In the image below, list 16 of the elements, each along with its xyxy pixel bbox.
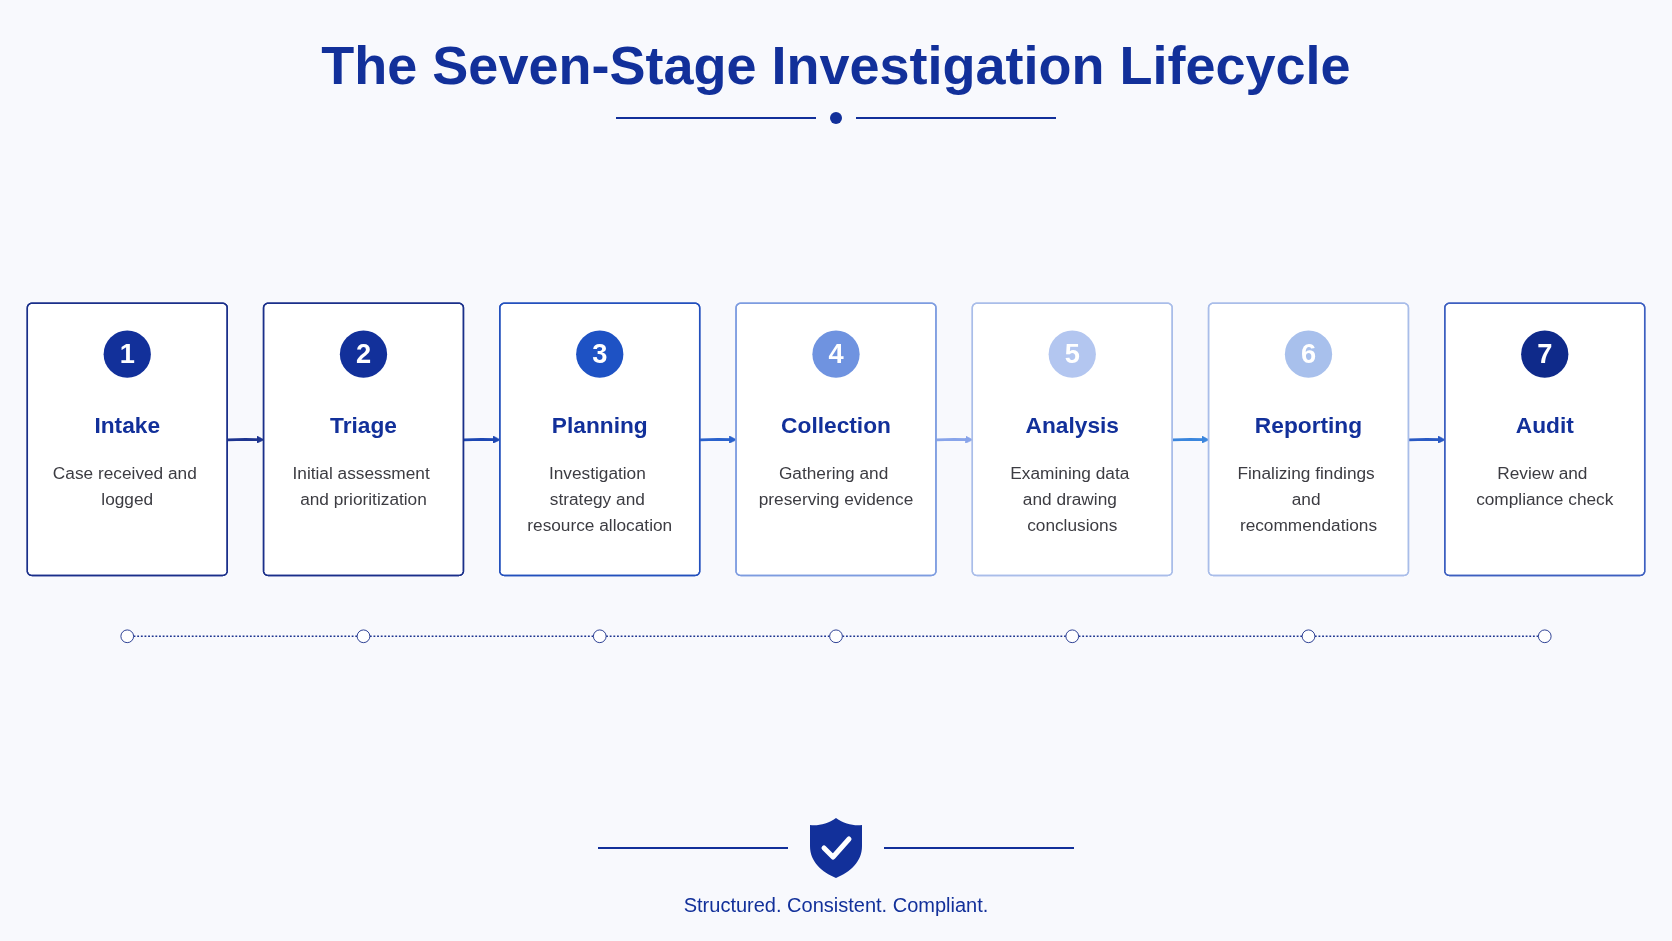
node-circle	[356, 629, 371, 644]
connector	[132, 635, 358, 638]
connector	[605, 635, 831, 638]
connector	[841, 635, 1067, 638]
connector	[1314, 635, 1540, 638]
node-circle	[592, 629, 607, 644]
node-circle	[1301, 629, 1316, 644]
node-circle	[1065, 629, 1080, 644]
arrow	[700, 435, 737, 444]
caption: Structured. Consistent. Compliant.	[683, 894, 989, 917]
node-circle	[1537, 629, 1552, 644]
title: The Seven-Stage Investigation Lifecycle	[321, 34, 1351, 97]
node-circle	[120, 629, 135, 644]
connector	[1077, 635, 1303, 638]
node-circle	[829, 629, 843, 644]
connector	[369, 635, 595, 638]
